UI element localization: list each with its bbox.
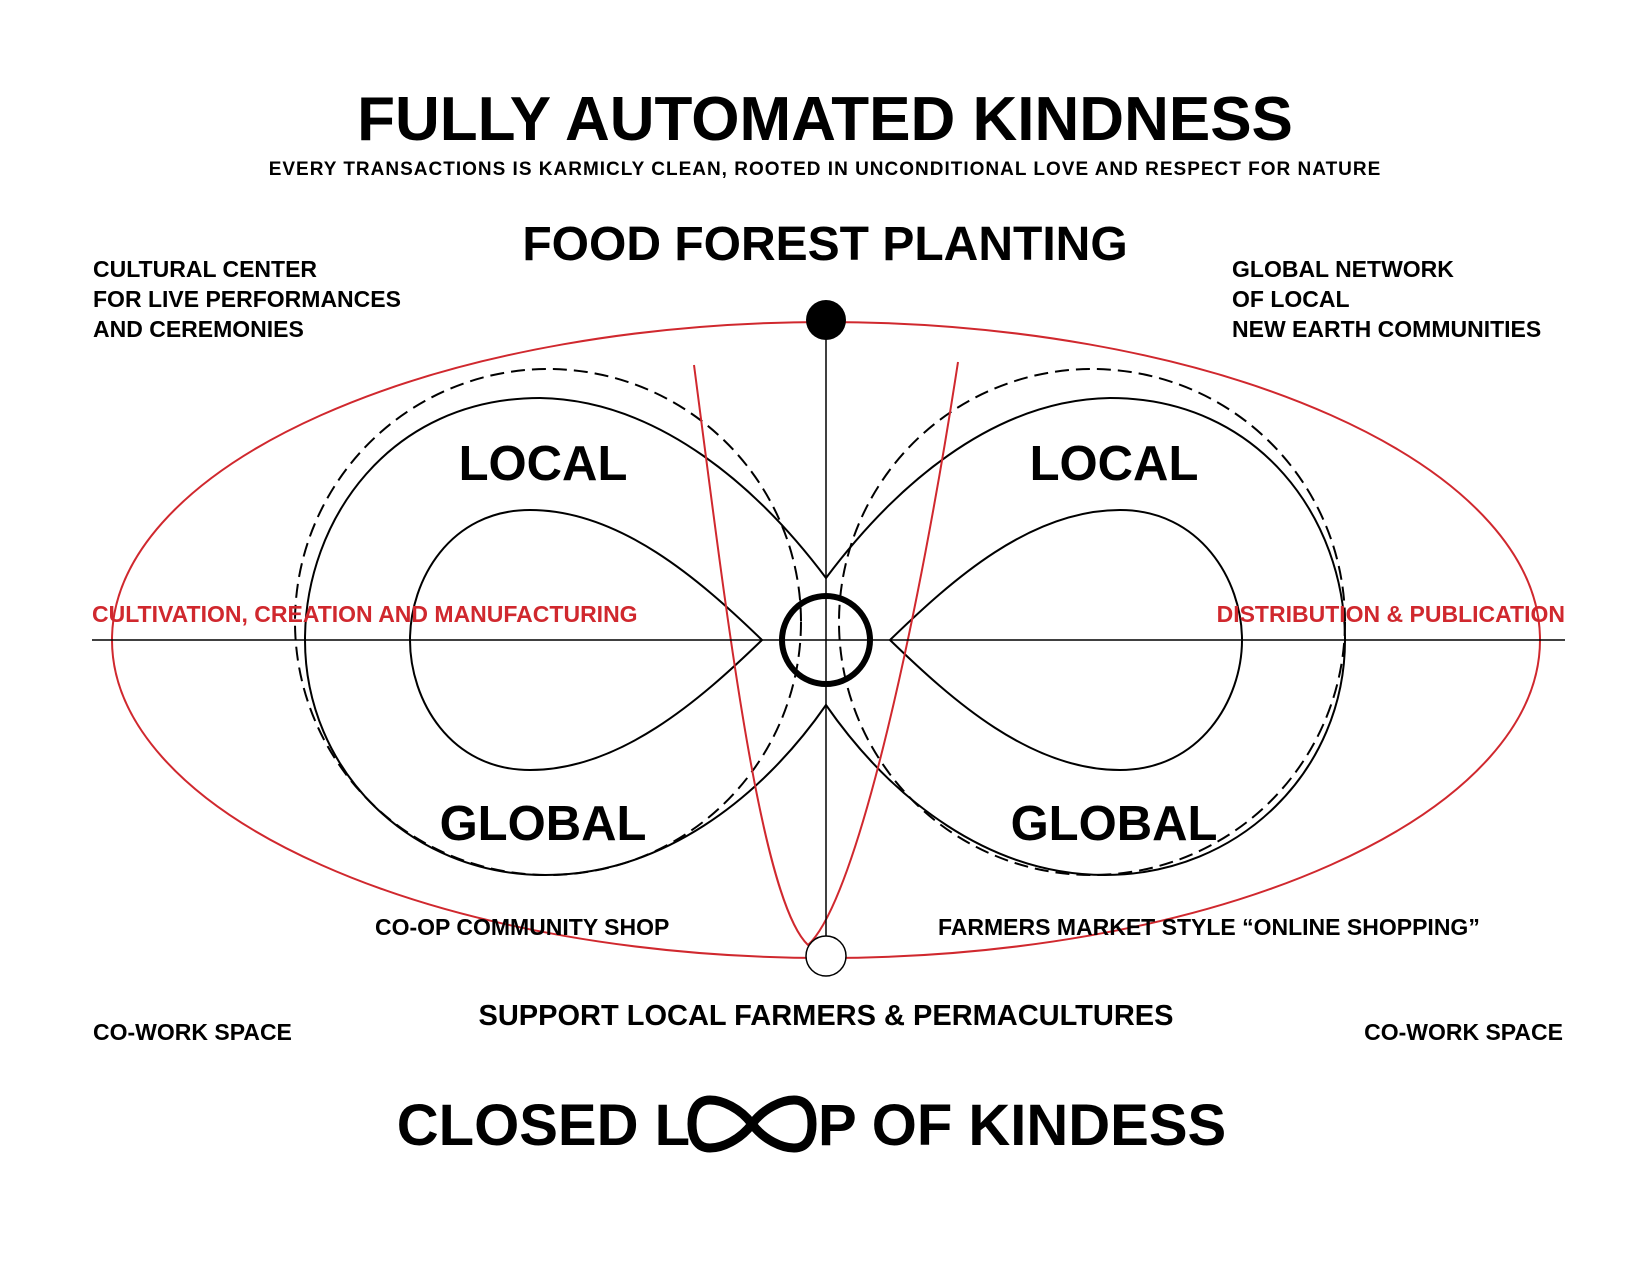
red-parabola <box>693 361 959 947</box>
top-label: FOOD FOREST PLANTING <box>522 218 1127 271</box>
left-top-local-label: LOCAL <box>459 437 628 491</box>
left-dashed-circle <box>294 368 802 876</box>
coop-shop-label: CO-OP COMMUNITY SHOP <box>375 914 669 940</box>
top-left-line-2: FOR LIVE PERFORMANCES <box>93 286 401 312</box>
center-ring <box>779 593 873 687</box>
axis-left-label: CULTIVATION, CREATION AND MANUFACTURING <box>92 601 638 627</box>
top-left-line-1: CULTURAL CENTER <box>93 256 317 282</box>
diagram-subtitle: EVERY TRANSACTIONS IS KARMICLY CLEAN, RO… <box>269 159 1382 180</box>
left-bottom-global-label: GLOBAL <box>440 797 647 851</box>
online-shopping-label: FARMERS MARKET STYLE “ONLINE SHOPPING” <box>938 914 1480 940</box>
infinity-icon <box>687 1095 817 1153</box>
right-top-local-label: LOCAL <box>1030 437 1199 491</box>
diagram-title: FULLY AUTOMATED KINDNESS <box>357 85 1293 154</box>
top-right-line-2: OF LOCAL <box>1232 286 1350 312</box>
closing-title-part2: P OF KINDESS <box>818 1093 1226 1158</box>
top-right-note: GLOBAL NETWORK OF LOCAL NEW EARTH COMMUN… <box>1232 256 1541 342</box>
closing-title-part1: CLOSED L <box>397 1093 690 1158</box>
support-label: SUPPORT LOCAL FARMERS & PERMACULTURES <box>479 1000 1174 1032</box>
axis-right-label: DISTRIBUTION & PUBLICATION <box>1217 601 1565 627</box>
closing-title: CLOSED L P OF KINDESS <box>397 1093 1226 1158</box>
cowork-left-label: CO-WORK SPACE <box>93 1019 292 1045</box>
right-bottom-global-label: GLOBAL <box>1011 797 1218 851</box>
top-left-line-3: AND CEREMONIES <box>93 316 304 342</box>
top-left-note: CULTURAL CENTER FOR LIVE PERFORMANCES AN… <box>93 256 401 342</box>
top-dot <box>806 300 846 340</box>
cowork-right-label: CO-WORK SPACE <box>1364 1019 1563 1045</box>
bottom-circle <box>805 935 847 977</box>
top-right-line-1: GLOBAL NETWORK <box>1232 256 1454 282</box>
top-right-line-3: NEW EARTH COMMUNITIES <box>1232 316 1541 342</box>
